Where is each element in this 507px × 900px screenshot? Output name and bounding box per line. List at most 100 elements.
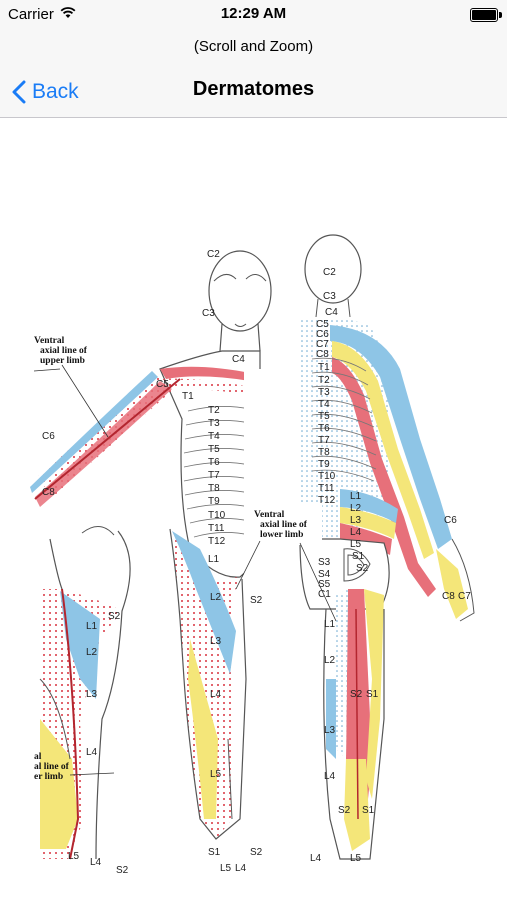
svg-text:L2: L2 — [86, 647, 98, 658]
svg-text:S2: S2 — [116, 865, 129, 876]
svg-text:S3: S3 — [318, 557, 331, 568]
svg-text:L4: L4 — [310, 853, 322, 864]
svg-text:T5: T5 — [208, 444, 220, 455]
svg-text:T4: T4 — [208, 431, 220, 442]
svg-text:C4: C4 — [232, 354, 245, 365]
svg-text:C3: C3 — [323, 291, 336, 302]
svg-text:C7: C7 — [458, 591, 471, 602]
annotation-partial-line-3: er limb — [34, 772, 63, 782]
svg-text:S1: S1 — [352, 551, 365, 562]
status-time: 12:29 AM — [220, 5, 287, 22]
svg-text:L4: L4 — [86, 747, 98, 758]
navigation-bar: Back Dermatomes — [0, 66, 507, 118]
side-leg-figure — [39, 526, 131, 860]
svg-text:T4: T4 — [318, 399, 330, 410]
scroll-zoom-hint: (Scroll and Zoom) — [0, 30, 507, 66]
annotation-partial-line-1: al — [34, 752, 42, 762]
back-figure — [299, 234, 475, 860]
svg-text:L3: L3 — [86, 689, 98, 700]
svg-text:L4: L4 — [210, 689, 222, 700]
svg-text:S1: S1 — [366, 689, 379, 700]
back-label: Back — [32, 80, 79, 103]
svg-text:C7: C7 — [316, 339, 329, 350]
svg-text:C1: C1 — [318, 589, 331, 600]
svg-text:L5: L5 — [350, 539, 362, 550]
wifi-icon — [60, 6, 76, 24]
svg-text:C8: C8 — [42, 487, 55, 498]
svg-text:L1: L1 — [86, 621, 98, 632]
svg-text:L5: L5 — [350, 853, 362, 864]
svg-text:L1: L1 — [208, 554, 220, 565]
svg-text:S2: S2 — [108, 611, 121, 622]
svg-text:C5: C5 — [156, 379, 169, 390]
svg-text:T1: T1 — [318, 362, 330, 373]
svg-text:L3: L3 — [210, 636, 222, 647]
carrier-label: Carrier — [8, 6, 54, 23]
svg-text:C6: C6 — [42, 431, 55, 442]
svg-text:S2: S2 — [338, 805, 351, 816]
svg-text:T3: T3 — [208, 418, 220, 429]
svg-text:S2: S2 — [250, 847, 263, 858]
svg-text:T8: T8 — [318, 447, 330, 458]
svg-text:T5: T5 — [318, 411, 330, 422]
svg-text:C2: C2 — [323, 267, 336, 278]
svg-text:L5: L5 — [68, 851, 80, 862]
annotation-upper-line-1: Ventral — [34, 336, 65, 346]
svg-text:L2: L2 — [350, 503, 362, 514]
svg-text:T12: T12 — [318, 495, 336, 506]
annotation-lower-limb: Ventral axial line of lower limb — [235, 505, 337, 622]
svg-text:C2: C2 — [207, 249, 220, 260]
annotation-upper-limb: Ventral axial line of upper limb — [33, 336, 109, 438]
svg-text:T8: T8 — [208, 483, 220, 494]
svg-text:S4: S4 — [318, 569, 331, 580]
svg-text:L5: L5 — [210, 769, 222, 780]
dermatome-labels: C2 C3 C4 C5 T1 T2 T3 T4 T5 T6 T7 T8 T9 T… — [42, 249, 471, 876]
svg-text:S1: S1 — [208, 847, 221, 858]
svg-text:C8: C8 — [316, 349, 329, 360]
svg-text:T6: T6 — [318, 423, 330, 434]
annotation-lower-line-3: lower limb — [260, 530, 303, 540]
svg-text:L1: L1 — [324, 619, 336, 630]
page-title: Dermatomes — [192, 78, 315, 100]
svg-text:C5: C5 — [316, 319, 329, 330]
svg-text:T7: T7 — [318, 435, 330, 446]
svg-text:C4: C4 — [325, 307, 338, 318]
svg-text:T11: T11 — [318, 483, 335, 494]
battery-tip — [499, 12, 502, 18]
svg-text:T3: T3 — [318, 387, 330, 398]
svg-text:L1: L1 — [350, 491, 362, 502]
svg-text:C6: C6 — [444, 515, 457, 526]
svg-text:S2: S2 — [356, 563, 369, 574]
svg-text:L2: L2 — [324, 655, 336, 666]
svg-text:L5: L5 — [220, 863, 232, 874]
status-bar: Carrier 12:29 AM — [0, 0, 507, 30]
svg-text:L3: L3 — [324, 725, 336, 736]
annotation-upper-line-2: axial line of — [40, 346, 88, 356]
svg-text:T12: T12 — [208, 536, 226, 547]
svg-text:C3: C3 — [202, 308, 215, 319]
svg-text:T11: T11 — [208, 523, 225, 534]
svg-text:T10: T10 — [208, 510, 226, 521]
svg-text:T7: T7 — [208, 470, 220, 481]
dermatome-diagram[interactable]: C2 C3 C4 C5 T1 T2 T3 T4 T5 T6 T7 T8 T9 T… — [0, 119, 507, 900]
front-figure — [30, 250, 296, 840]
svg-text:T10: T10 — [318, 471, 336, 482]
battery-icon — [470, 8, 498, 22]
svg-text:C6: C6 — [316, 329, 329, 340]
svg-text:S1: S1 — [362, 805, 375, 816]
annotation-lower-line-1: Ventral — [254, 510, 285, 520]
annotation-lower-line-2: axial line of — [260, 520, 308, 530]
dermatome-scroll-view[interactable]: C2 C3 C4 C5 T1 T2 T3 T4 T5 T6 T7 T8 T9 T… — [0, 119, 507, 900]
chevron-left-icon — [12, 80, 26, 104]
svg-text:S2: S2 — [350, 689, 363, 700]
svg-text:S5: S5 — [318, 579, 331, 590]
annotation-upper-line-3: upper limb — [40, 356, 85, 366]
svg-text:L4: L4 — [90, 857, 102, 868]
annotation-partial-line-2: al line of — [34, 762, 70, 772]
svg-text:T9: T9 — [318, 459, 330, 470]
svg-text:L4: L4 — [324, 771, 336, 782]
annotation-partial-lower: al al line of er limb — [34, 752, 115, 782]
svg-text:C8: C8 — [442, 591, 455, 602]
back-button[interactable]: Back — [12, 74, 79, 110]
svg-text:T6: T6 — [208, 457, 220, 468]
